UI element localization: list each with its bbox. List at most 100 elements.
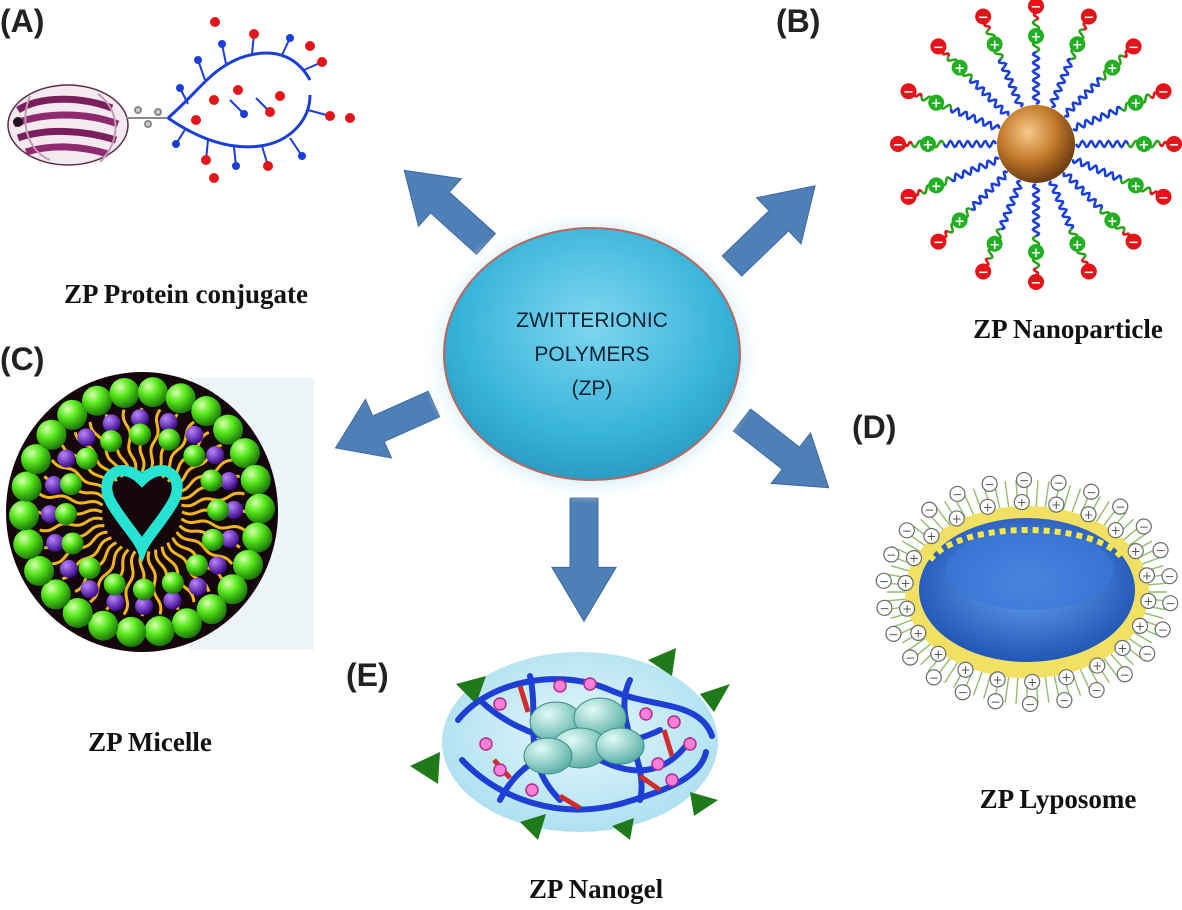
liposome-charge-glyph: +: [933, 647, 943, 661]
plus-charge-glyph: +: [954, 62, 965, 77]
panel-e: (E): [346, 648, 730, 904]
liposome-charge-glyph: −: [902, 524, 912, 538]
liposome-charge-glyph: −: [1025, 697, 1035, 711]
plus-charge-glyph: +: [1031, 246, 1042, 261]
protein-ribbon-illustration: [8, 85, 128, 165]
micelle-illustration: [6, 372, 278, 652]
minus-charge-glyph: −: [903, 191, 914, 206]
panel-d: (D) ++++++++++++++++++++++−−−−−−−−−−−−−−…: [852, 409, 1178, 814]
center-hub: ZWITTERIONIC POLYMERS (ZP): [420, 208, 764, 504]
hub-line-3: (ZP): [572, 377, 613, 400]
liposome-charge-glyph: +: [1027, 675, 1037, 689]
panel-c-letter: (C): [0, 341, 44, 377]
liposome-charge-glyph: +: [993, 673, 1003, 687]
minus-charge-glyph: −: [978, 265, 989, 280]
panel-d-caption: ZP Lyposome: [980, 784, 1137, 814]
plus-charge-glyph: +: [1139, 138, 1150, 153]
liposome-charge-glyph: −: [905, 651, 915, 665]
liposome-charge-glyph: −: [888, 627, 898, 641]
plus-charge-glyph: +: [989, 238, 1000, 253]
minus-charge-glyph: −: [978, 11, 989, 26]
liposome-charge-glyph: +: [913, 626, 923, 640]
liposome-charge-glyph: −: [1120, 668, 1130, 682]
minus-charge-glyph: −: [1031, 0, 1042, 15]
liposome-charge-glyph: +: [902, 602, 912, 616]
plus-charge-glyph: +: [1072, 238, 1083, 253]
minus-charge-glyph: −: [1128, 236, 1139, 251]
liposome-charge-glyph: −: [1054, 476, 1064, 490]
minus-charge-glyph: −: [893, 138, 904, 153]
liposome-charge-glyph: −: [1165, 570, 1175, 584]
liposome-charge-glyph: −: [1158, 623, 1168, 637]
liposome-charge-glyph: +: [1142, 569, 1152, 583]
minus-charge-glyph: −: [1083, 11, 1094, 26]
plus-charge-glyph: +: [1130, 179, 1141, 194]
liposome-charge-glyph: −: [1165, 597, 1175, 611]
plus-charge-glyph: +: [989, 38, 1000, 53]
liposome-charge-glyph: +: [901, 577, 911, 591]
minus-charge-glyph: −: [1158, 85, 1169, 100]
liposome-charge-glyph: +: [983, 500, 993, 514]
liposome-charge-glyph: −: [879, 574, 889, 588]
panel-d-letter: (D): [852, 409, 896, 445]
panel-a-letter: (A): [0, 3, 44, 39]
minus-charge-glyph: −: [903, 85, 914, 100]
liposome-charge-glyph: +: [1118, 641, 1128, 655]
minus-charge-glyph: −: [1031, 276, 1042, 291]
liposome-charge-glyph: +: [1017, 496, 1027, 510]
liposome-charge-glyph: −: [1059, 694, 1069, 708]
liposome-charge-glyph: +: [1135, 619, 1145, 633]
liposome-charge-glyph: −: [879, 601, 889, 615]
plus-charge-glyph: +: [931, 179, 942, 194]
liposome-charge-glyph: −: [1115, 500, 1125, 514]
plus-charge-glyph: +: [1072, 38, 1083, 53]
liposome-charge-glyph: −: [958, 686, 968, 700]
liposome-charge-glyph: +: [1083, 508, 1093, 522]
panel-c-caption: ZP Micelle: [88, 727, 212, 757]
plus-charge-glyph: +: [931, 97, 942, 112]
liposome-charge-glyph: +: [1061, 671, 1071, 685]
liposome-charge-glyph: +: [1131, 545, 1141, 559]
minus-charge-glyph: −: [1128, 40, 1139, 55]
liposome-charge-glyph: −: [924, 503, 934, 517]
liposome-charge-glyph: −: [990, 695, 1000, 709]
liposome-illustration: ++++++++++++++++++++++−−−−−−−−−−−−−−−−−−…: [876, 473, 1178, 712]
panel-b-caption: ZP Nanoparticle: [973, 314, 1163, 344]
liposome-charge-glyph: +: [960, 663, 970, 677]
liposome-charge-glyph: −: [1092, 684, 1102, 698]
liposome-charge-glyph: −: [929, 671, 939, 685]
panel-c: (C) ZP Micelle: [0, 341, 314, 757]
liposome-charge-glyph: −: [985, 477, 995, 491]
liposome-charge-glyph: −: [1019, 474, 1029, 488]
plus-charge-glyph: +: [954, 214, 965, 229]
liposome-charge-glyph: −: [1142, 647, 1152, 661]
plus-charge-glyph: +: [923, 138, 934, 153]
liposome-charge-glyph: +: [909, 552, 919, 566]
liposome-charge-glyph: −: [1156, 544, 1166, 558]
panel-a: (A): [0, 3, 355, 309]
liposome-charge-glyph: +: [1111, 524, 1121, 538]
polymer-brush-illustration: [168, 17, 355, 183]
liposome-charge-glyph: −: [1086, 485, 1096, 499]
liposome-charge-glyph: +: [926, 530, 936, 544]
liposome-charge-glyph: −: [886, 548, 896, 562]
plus-charge-glyph: +: [1107, 214, 1118, 229]
panel-b-letter: (B): [776, 3, 820, 39]
plus-charge-glyph: +: [1130, 97, 1141, 112]
panel-e-letter: (E): [346, 657, 389, 693]
hub-line-1: ZWITTERIONIC: [516, 309, 668, 332]
liposome-charge-glyph: +: [952, 512, 962, 526]
minus-charge-glyph: −: [1169, 138, 1180, 153]
liposome-charge-glyph: +: [1051, 498, 1061, 512]
liposome-charge-glyph: −: [1139, 520, 1149, 534]
minus-charge-glyph: −: [1158, 191, 1169, 206]
liposome-charge-glyph: +: [1143, 594, 1153, 608]
plus-charge-glyph: +: [1031, 30, 1042, 45]
linker-illustration: [126, 107, 168, 127]
minus-charge-glyph: −: [933, 236, 944, 251]
panel-b: (B) +−+−+−+−+−+−+−+−+−+−+−+−+−+−+−+− ZP …: [776, 0, 1182, 344]
minus-charge-glyph: −: [933, 40, 944, 55]
hub-line-2: POLYMERS: [534, 343, 649, 366]
